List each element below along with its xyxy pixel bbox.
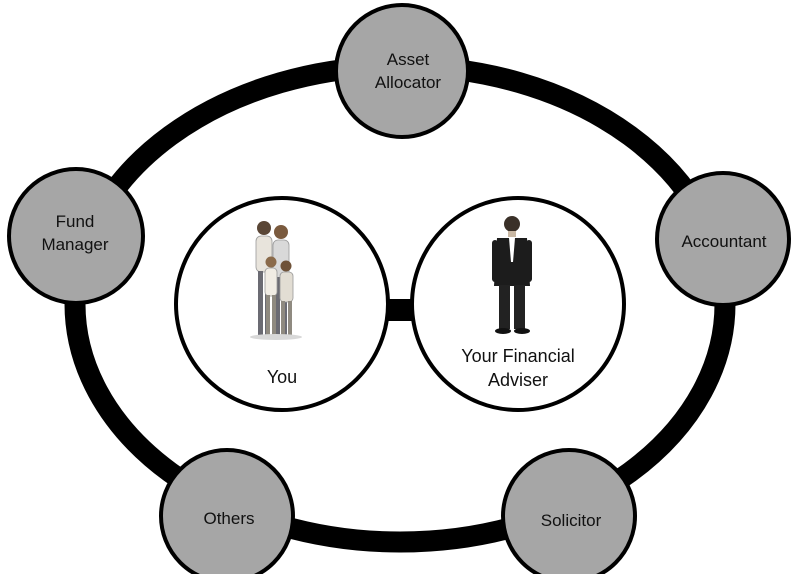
- center-connector: [384, 299, 414, 321]
- solicitor-label: Solicitor: [541, 511, 602, 530]
- adviser-label-line1: Your Financial: [461, 346, 574, 366]
- you-circle: You: [174, 196, 390, 412]
- node-asset-allocator: Asset Allocator: [334, 3, 470, 139]
- others-label: Others: [203, 509, 254, 528]
- family-photo-icon: [250, 221, 302, 340]
- you-label: You: [267, 367, 297, 387]
- fund-manager-label-line2: Manager: [41, 235, 108, 254]
- node-solicitor: Solicitor: [501, 448, 637, 574]
- businessman-photo-icon: [492, 216, 532, 334]
- asset-allocator-label-line2: Allocator: [375, 73, 441, 92]
- accountant-label: Accountant: [681, 232, 766, 251]
- adviser-circle: Your Financial Adviser: [410, 196, 626, 412]
- fund-manager-label-line1: Fund: [56, 212, 95, 231]
- node-others: Others: [159, 448, 295, 574]
- adviser-label-line2: Adviser: [488, 370, 548, 390]
- node-fund-manager: Fund Manager: [7, 167, 145, 305]
- node-accountant: Accountant: [655, 171, 791, 307]
- asset-allocator-label-line1: Asset: [387, 50, 430, 69]
